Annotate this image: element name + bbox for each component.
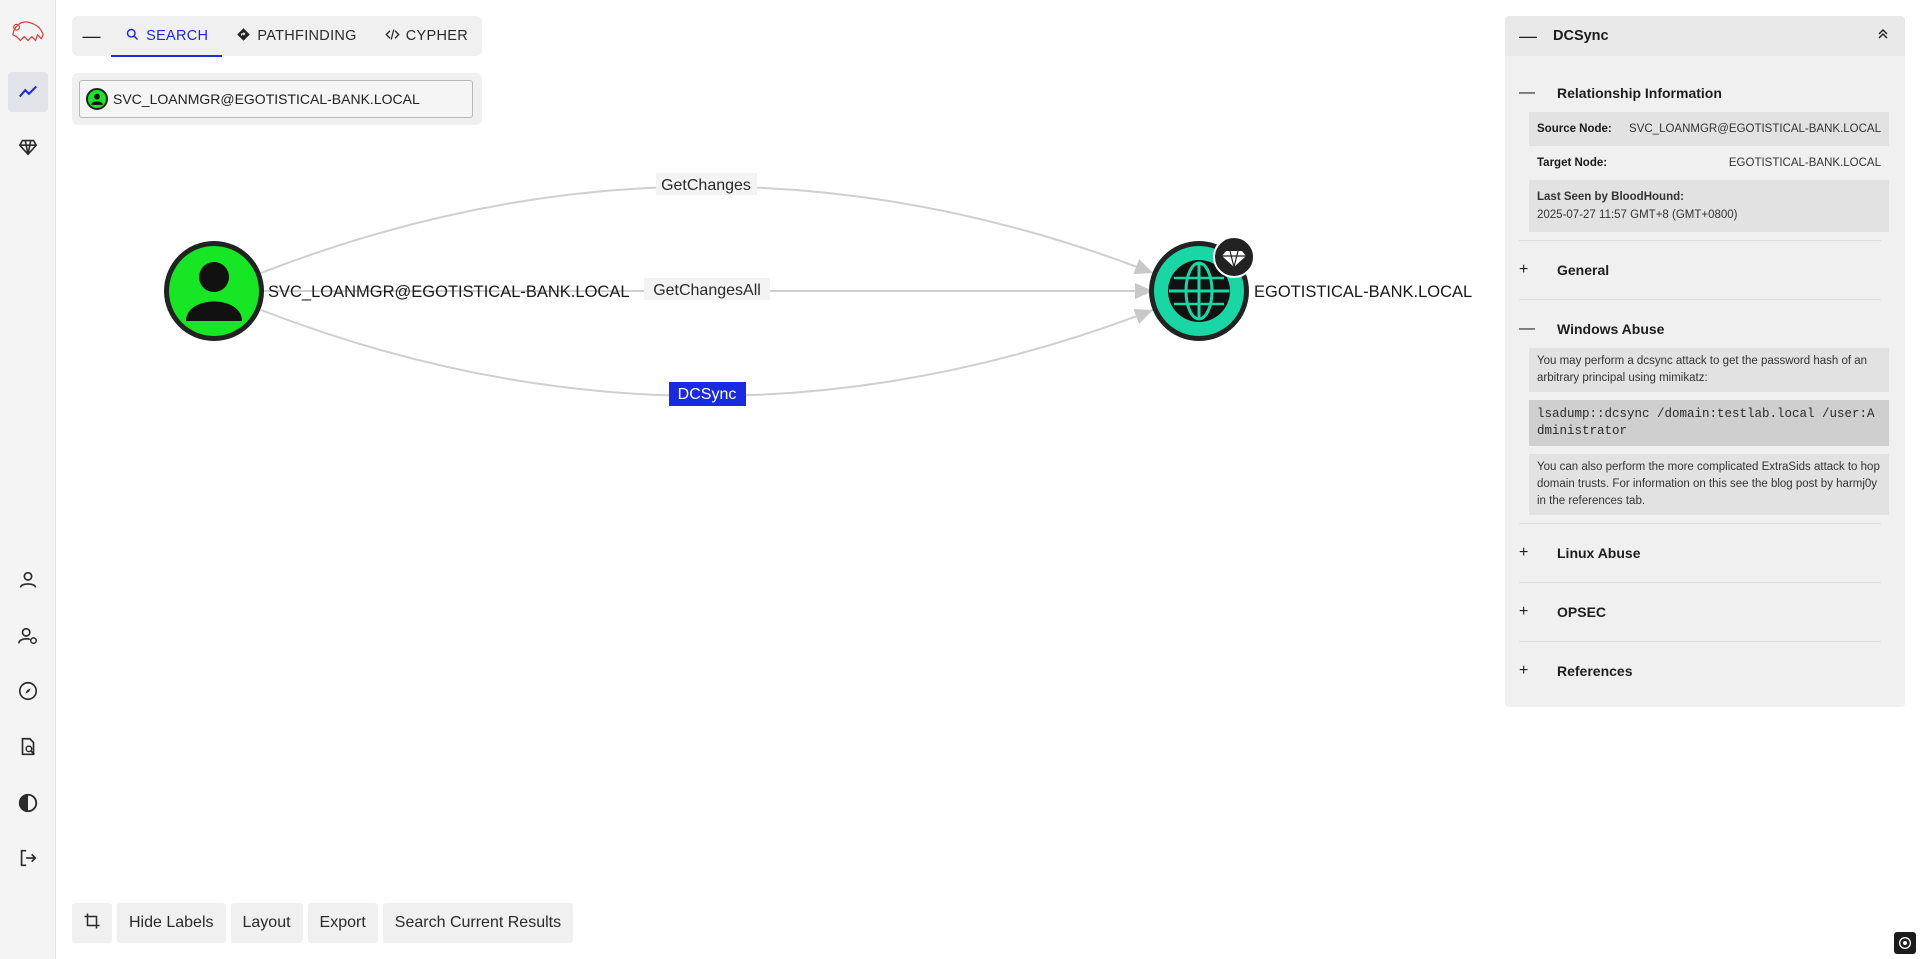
panel-title: DCSync [1553, 28, 1609, 44]
source-node-row: Source Node: SVC_LOANMGR@EGOTISTICAL-BAN… [1529, 112, 1889, 146]
tab-search-label: SEARCH [146, 28, 209, 44]
source-node-key: Source Node: [1537, 123, 1612, 135]
section-opsec-title: OPSEC [1557, 604, 1607, 620]
collapse-icon: — [1519, 320, 1535, 337]
logout-icon[interactable] [8, 838, 48, 878]
windows-abuse-text-2: You can also perform the more complicate… [1529, 454, 1889, 515]
section-windows-abuse-title: Windows Abuse [1557, 321, 1665, 337]
edge-label-selected-bg [669, 382, 746, 406]
relationship-info-table: Source Node: SVC_LOANMGR@EGOTISTICAL-BAN… [1529, 112, 1889, 232]
section-general[interactable]: + General [1505, 251, 1905, 289]
code-icon [385, 27, 400, 46]
export-button[interactable]: Export [307, 903, 378, 943]
panel-header: — DCSync [1505, 16, 1905, 56]
collapse-icon: — [1519, 84, 1535, 101]
section-opsec[interactable]: + OPSEC [1505, 593, 1905, 631]
user-icon[interactable] [8, 560, 48, 600]
last-seen-row: Last Seen by BloodHound: 2025-07-27 11:5… [1529, 180, 1889, 232]
edge-label-bg [656, 173, 757, 195]
tab-pathfinding-label: PATHFINDING [257, 28, 357, 44]
collapse-up-icon[interactable] [1875, 26, 1891, 46]
windows-abuse-code[interactable]: lsadump::dcsync /domain:testlab.local /u… [1529, 400, 1889, 446]
section-relationship-info[interactable]: — Relationship Information [1505, 74, 1905, 112]
divider [1519, 582, 1881, 583]
edge-label-getchanges[interactable]: GetChanges [661, 177, 751, 194]
globe-icon [1168, 260, 1230, 322]
section-windows-abuse[interactable]: — Windows Abuse [1505, 310, 1905, 348]
expand-icon: + [1519, 603, 1529, 620]
target-node-value[interactable]: EGOTISTICAL-BANK.LOCAL [1728, 157, 1881, 169]
settings-corner-icon[interactable] [1894, 932, 1916, 954]
edge-label-dcsync[interactable]: DCSync [678, 386, 737, 403]
hide-labels-button[interactable]: Hide Labels [117, 903, 226, 943]
bloodhound-logo-icon[interactable] [8, 10, 48, 50]
edge-label-bg [644, 278, 770, 300]
collapse-search-button[interactable]: — [82, 25, 101, 46]
compass-icon[interactable] [8, 671, 48, 711]
tier-zero-gem-icon [1213, 236, 1255, 278]
divider [1519, 641, 1881, 642]
divider [1519, 523, 1881, 524]
target-node-row: Target Node: EGOTISTICAL-BANK.LOCAL [1529, 146, 1889, 180]
expand-icon: + [1519, 544, 1529, 561]
explore-graph-icon[interactable] [8, 72, 48, 112]
search-input[interactable]: SVC_LOANMGR@EGOTISTICAL-BANK.LOCAL [79, 80, 473, 118]
section-linux-abuse-title: Linux Abuse [1557, 545, 1641, 561]
user-node-icon [86, 88, 108, 110]
expand-icon: + [1519, 261, 1529, 278]
search-box: SVC_LOANMGR@EGOTISTICAL-BANK.LOCAL [72, 73, 482, 125]
tab-cypher-label: CYPHER [405, 28, 468, 44]
target-node-key: Target Node: [1537, 157, 1608, 169]
last-seen-value: 2025-07-27 11:57 GMT+8 (GMT+0800) [1537, 209, 1738, 221]
search-input-value: SVC_LOANMGR@EGOTISTICAL-BANK.LOCAL [113, 91, 420, 107]
crop-fit-button[interactable] [72, 903, 112, 943]
edge-label-getchangesall[interactable]: GetChangesAll [653, 282, 761, 299]
target-node-label[interactable]: EGOTISTICAL-BANK.LOCAL [1254, 283, 1472, 301]
gem-icon[interactable] [8, 127, 48, 167]
search-current-results-button[interactable]: Search Current Results [382, 903, 574, 943]
source-node-value[interactable]: SVC_LOANMGR@EGOTISTICAL-BANK.LOCAL [1629, 123, 1881, 135]
section-relationship-title: Relationship Information [1557, 85, 1722, 101]
domain-node[interactable] [1149, 236, 1255, 341]
section-references-title: References [1557, 663, 1633, 679]
edge-info-panel: — DCSync — Relationship Information Sour… [1505, 16, 1905, 707]
diamond-arrow-icon [236, 27, 251, 46]
divider [1519, 299, 1881, 300]
last-seen-key: Last Seen by BloodHound: [1537, 191, 1684, 203]
user-settings-icon[interactable] [8, 616, 48, 656]
tab-pathfinding[interactable]: PATHFINDING [222, 16, 370, 56]
document-search-icon[interactable] [8, 727, 48, 767]
crop-icon [83, 912, 101, 935]
expand-icon: + [1519, 662, 1529, 679]
left-rail [0, 0, 56, 959]
search-icon [125, 27, 140, 46]
graph-toolbar: Hide Labels Layout Export Search Current… [72, 903, 574, 943]
divider [1519, 240, 1881, 241]
windows-abuse-text-1: You may perform a dcsync attack to get t… [1529, 348, 1889, 392]
source-node-label[interactable]: SVC_LOANMGR@EGOTISTICAL-BANK.LOCAL [268, 283, 630, 301]
layout-button[interactable]: Layout [230, 903, 303, 943]
section-references[interactable]: + References [1505, 652, 1905, 690]
theme-toggle-icon[interactable] [8, 783, 48, 823]
section-general-title: General [1557, 262, 1610, 278]
section-linux-abuse[interactable]: + Linux Abuse [1505, 534, 1905, 572]
tab-cypher[interactable]: CYPHER [371, 16, 482, 56]
search-header: — SEARCH PATHFINDING CYPHER [72, 16, 482, 57]
graph-canvas[interactable]: GetChanges GetChangesAll DCSync SVC_LOAN… [56, 130, 1496, 430]
edge-getchanges[interactable] [260, 185, 1154, 274]
user-node[interactable] [164, 241, 264, 341]
minimize-panel-button[interactable]: — [1519, 25, 1537, 46]
tab-search[interactable]: SEARCH [111, 16, 223, 57]
person-icon [186, 262, 242, 321]
